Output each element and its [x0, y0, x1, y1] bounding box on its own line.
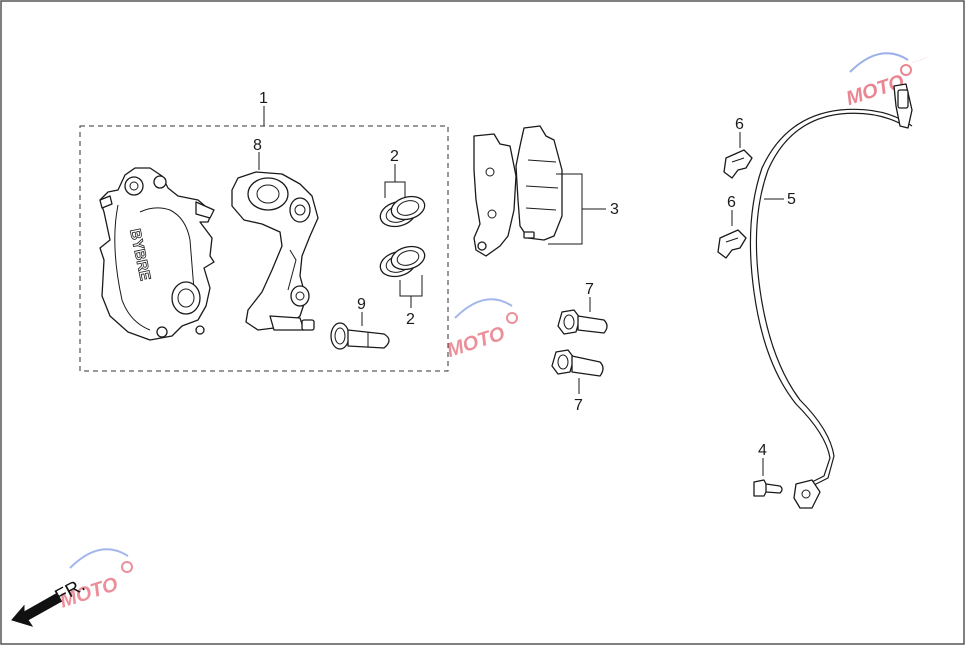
callout-7-top: 7	[585, 281, 594, 298]
svg-text:MOTO: MOTO	[444, 323, 508, 362]
callout-2-bottom: 2	[406, 311, 415, 328]
bracket-bolt-top	[557, 309, 608, 335]
cable-clip-top	[723, 149, 753, 179]
piston-seals-bottom	[379, 245, 426, 278]
callout-9: 9	[357, 296, 366, 313]
abs-sensor-cable	[749, 83, 913, 509]
piston-seals-top	[379, 195, 426, 228]
callout-8: 8	[253, 137, 262, 154]
caliper-bracket	[231, 171, 319, 331]
svg-text:··········: ··········	[911, 55, 929, 66]
bracket-bolt-bottom	[551, 349, 604, 377]
callout-7-bottom: 7	[574, 397, 583, 414]
cable-clip-bottom	[717, 229, 747, 259]
brake-pad-friction	[515, 125, 563, 241]
callout-6-top: 6	[735, 116, 744, 133]
brake-caliper: BYBRE	[99, 167, 215, 341]
callout-1: 1	[259, 90, 268, 107]
caliper-mounting-bolt	[330, 322, 390, 350]
callout-6-bottom: 6	[727, 194, 736, 211]
sensor-bolt	[753, 479, 783, 497]
watermark-top-right: MOTO ··········	[843, 52, 929, 110]
callout-5: 5	[787, 191, 796, 208]
brake-pad-backing	[473, 133, 517, 257]
callout-3: 3	[610, 201, 619, 218]
callout-2-top: 2	[390, 148, 399, 165]
watermark-center: MOTO	[444, 298, 518, 362]
callout-4: 4	[758, 442, 767, 459]
